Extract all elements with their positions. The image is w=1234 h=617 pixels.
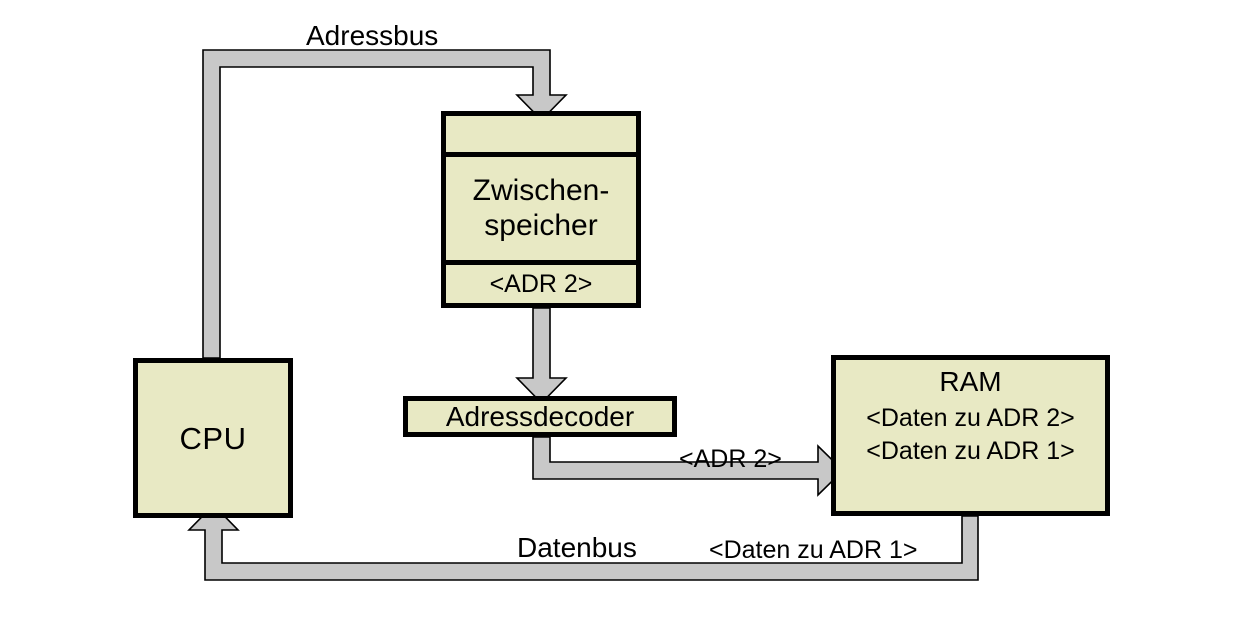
zwischenspeicher-label-line2: speicher	[484, 208, 598, 242]
address-bus-label: Adressbus	[306, 20, 439, 51]
zwischenspeicher-empty-cell	[446, 116, 636, 157]
ram-data-line-2: <Daten zu ADR 1>	[866, 437, 1075, 466]
zwischenspeicher-to-decoder-arrow	[515, 307, 568, 405]
zwischenspeicher-label-line1: Zwischen-	[472, 174, 610, 208]
decoder-to-ram-label: <ADR 2>	[679, 445, 782, 473]
data-bus-payload-label: <Daten zu ADR 1>	[709, 536, 918, 564]
node-cpu[interactable]: CPU	[133, 358, 293, 518]
node-adressdecoder[interactable]: Adressdecoder	[403, 396, 677, 437]
adressdecoder-label: Adressdecoder	[445, 400, 635, 432]
zwischenspeicher-address-value: <ADR 2>	[489, 269, 593, 298]
zwischenspeicher-title-cell: Zwischen- speicher	[446, 157, 636, 265]
cpu-label: CPU	[179, 420, 247, 456]
node-ram[interactable]: RAM <Daten zu ADR 2> <Daten zu ADR 1>	[831, 355, 1110, 516]
node-zwischenspeicher[interactable]: Zwischen- speicher <ADR 2>	[441, 111, 641, 308]
ram-title: RAM	[939, 366, 1002, 397]
zwischenspeicher-address-cell: <ADR 2>	[446, 265, 636, 303]
data-bus-label: Datenbus	[517, 532, 637, 563]
ram-data-line-1: <Daten zu ADR 2>	[866, 404, 1075, 433]
